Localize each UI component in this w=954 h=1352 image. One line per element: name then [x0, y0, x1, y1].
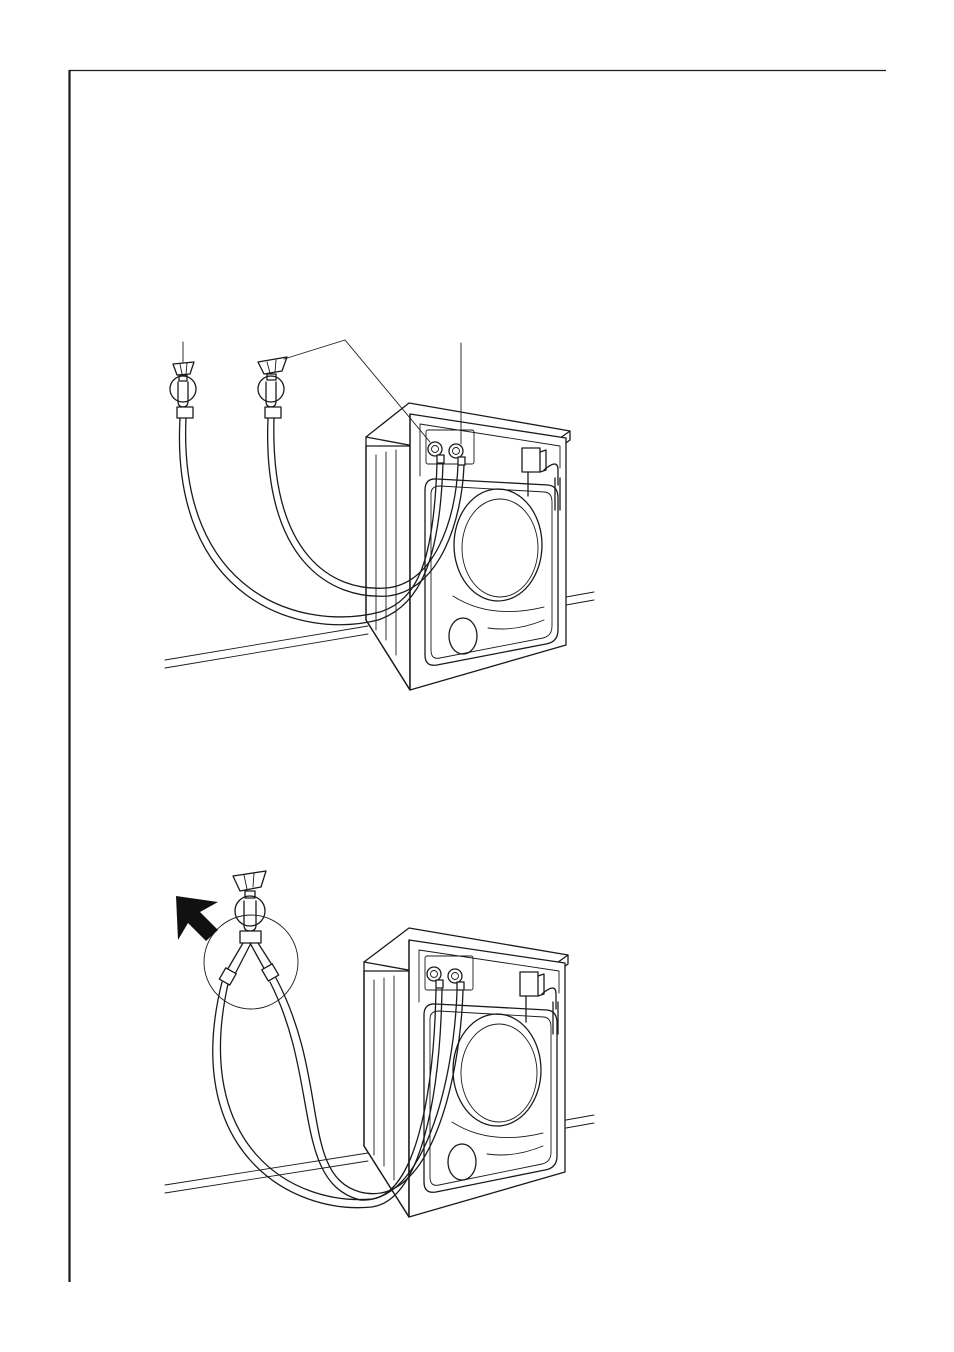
tap-with-y-connector — [204, 871, 298, 1009]
figure-two-taps — [165, 340, 594, 690]
washing-machine-1 — [366, 403, 570, 690]
arrow-pointer-icon — [176, 896, 218, 941]
washing-machine-2 — [364, 928, 568, 1217]
tap-right — [258, 357, 287, 418]
tap-left — [170, 342, 196, 418]
figure-y-connector — [165, 871, 594, 1217]
